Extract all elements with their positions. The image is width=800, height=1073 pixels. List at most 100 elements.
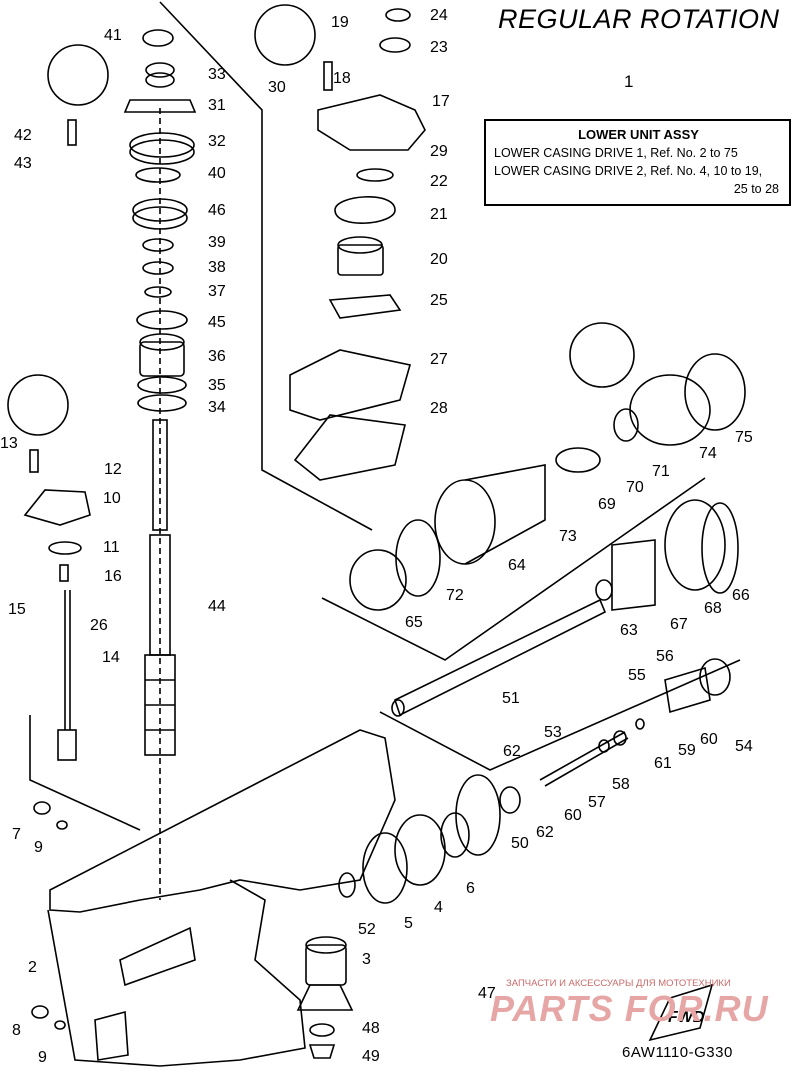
callout: 40 xyxy=(208,165,226,182)
detail-circle-19 xyxy=(254,4,316,66)
callout: 54 xyxy=(735,738,753,755)
callout: 44 xyxy=(208,598,226,615)
callout: 42 xyxy=(14,127,32,144)
assembly-line-2: LOWER CASING DRIVE 2, Ref. No. 4, 10 to … xyxy=(494,164,763,178)
callout: 73 xyxy=(559,528,577,545)
forward-gear-group xyxy=(296,774,501,1059)
group-line-water-pump xyxy=(159,1,373,531)
callout: 47 xyxy=(478,985,496,1002)
callout: 62 xyxy=(503,743,521,760)
callout: 58 xyxy=(612,776,630,793)
callout: 62 xyxy=(536,824,554,841)
callout: 31 xyxy=(208,97,226,114)
callout: 26 xyxy=(90,617,108,634)
callout: 60 xyxy=(564,807,582,824)
group-line-prop-shaft xyxy=(321,477,706,661)
callout: 8 xyxy=(12,1022,21,1039)
callout: 41 xyxy=(104,27,122,44)
callout: 33 xyxy=(208,66,226,83)
watermark-caption: ЗАПЧАСТИ И АКСЕССУАРЫ ДЛЯ МОТОТЕХНИКИ xyxy=(506,978,731,989)
callout: 9 xyxy=(34,839,43,856)
callout: 22 xyxy=(430,173,448,190)
callout: 37 xyxy=(208,283,226,300)
callout: 3 xyxy=(362,951,371,968)
drive-shaft xyxy=(144,419,176,756)
detail-circle-33 xyxy=(47,44,109,106)
callout: 4 xyxy=(434,899,443,916)
callout: 15 xyxy=(8,601,26,618)
callout: 25 xyxy=(430,292,448,309)
callout: 18 xyxy=(333,70,351,87)
callout: 6 xyxy=(466,880,475,897)
callout: 55 xyxy=(628,667,646,684)
group-line-shift xyxy=(29,715,141,831)
watermark-brand: PARTS FOR.RU xyxy=(490,988,769,1029)
diagram-title: REGULAR ROTATION xyxy=(498,4,780,34)
assembly-line-3: 25 to 28 xyxy=(733,182,779,196)
callout: 63 xyxy=(620,622,638,639)
group-line-gear xyxy=(379,659,741,771)
drawing-code: 6AW1110-G330 xyxy=(622,1044,733,1061)
callout: 50 xyxy=(511,835,529,852)
callout: 67 xyxy=(670,616,688,633)
callout: 59 xyxy=(678,742,696,759)
callout: 24 xyxy=(430,7,448,24)
callout: 10 xyxy=(103,490,121,507)
callout: 66 xyxy=(732,587,750,604)
callout: 51 xyxy=(502,690,520,707)
assembly-line-1: LOWER CASING DRIVE 1, Ref. No. 2 to 75 xyxy=(494,146,738,160)
detail-circle-71 xyxy=(569,322,635,388)
callout: 13 xyxy=(0,435,18,452)
callout: 12 xyxy=(104,461,122,478)
callout: 38 xyxy=(208,259,226,276)
shift-rod-assembly xyxy=(23,489,91,761)
callout: 21 xyxy=(430,206,448,223)
lower-casing xyxy=(47,729,396,1067)
bolts xyxy=(29,61,333,1030)
callout: 71 xyxy=(652,463,670,480)
callout: 20 xyxy=(430,251,448,268)
callout: 11 xyxy=(103,539,120,556)
callout: 46 xyxy=(208,202,226,219)
callout: 35 xyxy=(208,377,226,394)
detail-circle-shift xyxy=(7,374,69,436)
callout: 28 xyxy=(430,400,448,417)
callout: 32 xyxy=(208,133,226,150)
callout: 39 xyxy=(208,234,226,251)
callout: 9 xyxy=(38,1049,47,1066)
callout: 45 xyxy=(208,314,226,331)
callout: 43 xyxy=(14,155,32,172)
callout: 34 xyxy=(208,399,226,416)
callout: 7 xyxy=(12,826,21,843)
fwd-badge: FWD xyxy=(648,983,714,1042)
callout: 57 xyxy=(588,794,606,811)
propeller-shaft xyxy=(391,598,731,717)
callout: 60 xyxy=(700,731,718,748)
callout: 74 xyxy=(699,445,717,462)
bearing-housing xyxy=(349,353,746,611)
callout: 48 xyxy=(362,1020,380,1037)
callout: 68 xyxy=(704,600,722,617)
callout: 23 xyxy=(430,39,448,56)
callout: 5 xyxy=(404,915,413,932)
callout: 49 xyxy=(362,1048,380,1065)
callout: 16 xyxy=(104,568,122,585)
callout: 72 xyxy=(446,587,464,604)
callout: 30 xyxy=(268,79,286,96)
assembly-heading: LOWER UNIT ASSY xyxy=(578,127,699,142)
callout: 65 xyxy=(405,614,423,631)
shift-plunger-group xyxy=(499,718,645,814)
callout: 75 xyxy=(735,429,753,446)
callout: 52 xyxy=(358,921,376,938)
callout: 70 xyxy=(626,479,644,496)
callout: 53 xyxy=(544,724,562,741)
callout: 19 xyxy=(331,14,349,31)
callout: 14 xyxy=(102,649,120,666)
water-pump-housing xyxy=(289,8,426,481)
assembly-info-box: LOWER UNIT ASSY LOWER CASING DRIVE 1, Re… xyxy=(484,119,791,206)
callout: 27 xyxy=(430,351,448,368)
callout: 61 xyxy=(654,755,672,772)
callout: 2 xyxy=(28,959,37,976)
fwd-label: FWD xyxy=(668,1009,705,1026)
